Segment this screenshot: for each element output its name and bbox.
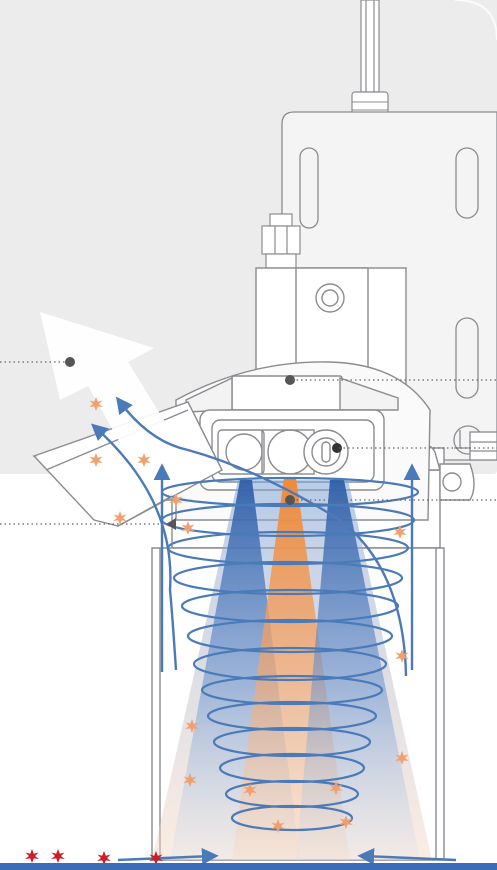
floor-surface	[0, 863, 497, 870]
callout-exhaust-outlet	[0, 357, 75, 367]
exhaust-tube	[32, 401, 223, 527]
callout-measurement-zone	[285, 495, 497, 505]
vortex-airflow-icon	[160, 476, 420, 832]
callout-light-beam	[332, 443, 497, 453]
particle-dark-icon	[25, 849, 163, 865]
callout-sensor-body	[285, 375, 497, 385]
flow-arrows	[91, 396, 457, 865]
fitting-icon	[261, 213, 301, 269]
callout-inlet-flow	[0, 518, 176, 530]
light-beam-right	[296, 480, 420, 860]
